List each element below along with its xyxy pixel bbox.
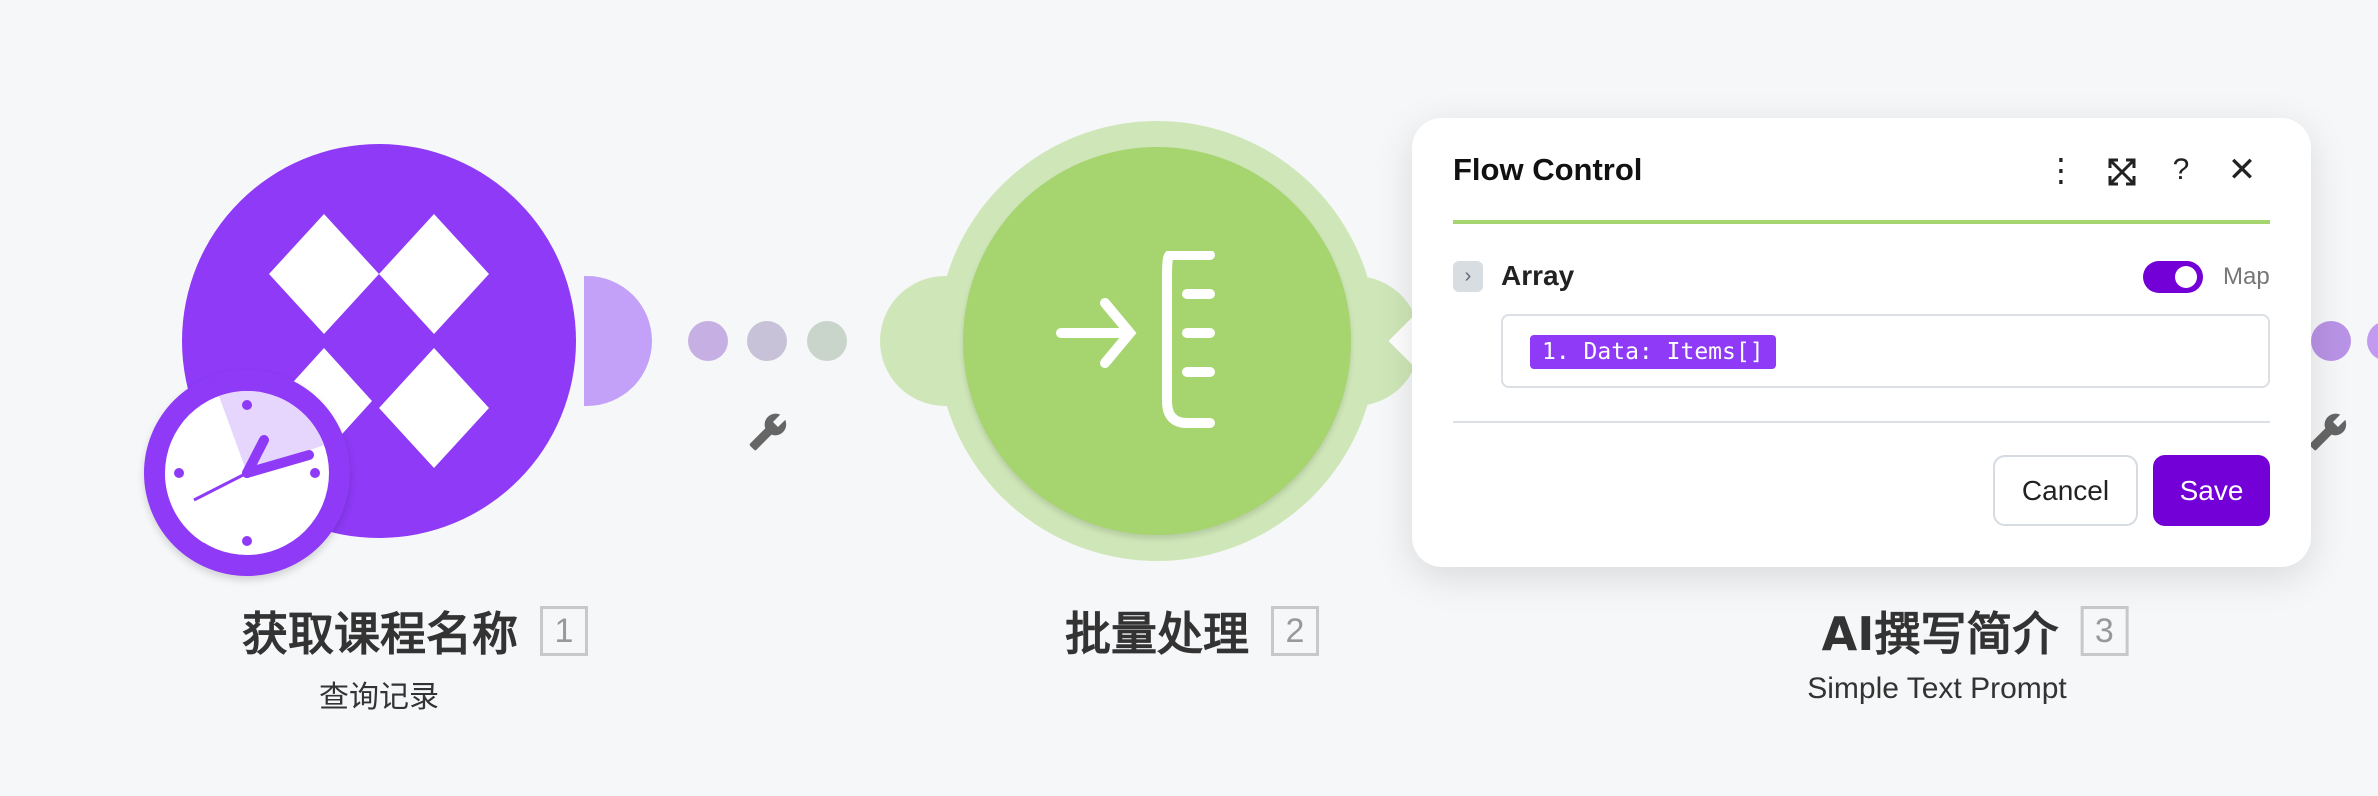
node-3-title: AI撰写简介 <box>1821 607 2059 661</box>
expand-icon[interactable] <box>2107 157 2137 187</box>
map-toggle-label: Map <box>2223 263 2270 290</box>
map-toggle[interactable] <box>2143 261 2203 293</box>
node-1-subtitle: 查询记录 <box>319 680 439 715</box>
app-logo-icon <box>269 214 489 468</box>
node-3-label: AI撰写简介 3 <box>1822 598 2129 664</box>
wrench-icon[interactable] <box>2308 412 2348 452</box>
link-dot[interactable] <box>2311 321 2351 361</box>
link-dot[interactable] <box>807 321 847 361</box>
link-dot[interactable] <box>688 321 728 361</box>
help-icon[interactable]: ? <box>2172 153 2190 186</box>
cancel-button[interactable]: Cancel <box>1993 455 2138 526</box>
node-1-connector[interactable] <box>584 276 652 406</box>
toggle-knob <box>2175 266 2197 288</box>
wrench-icon[interactable] <box>748 412 788 452</box>
node-3-subtitle: Simple Text Prompt <box>1807 672 2067 705</box>
dialog-title: Flow Control <box>1453 152 1643 187</box>
iterator-icon <box>1056 251 1215 428</box>
expand-field-chevron[interactable]: › <box>1453 261 1483 292</box>
node-2-title: 批量处理 <box>1065 607 1249 661</box>
node-1-number: 1 <box>540 606 588 656</box>
array-field-label: Array <box>1501 260 1575 291</box>
close-icon[interactable]: ✕ <box>2227 151 2257 189</box>
link-dot[interactable] <box>747 321 787 361</box>
node-1-title: 获取课程名称 <box>242 607 518 661</box>
save-button[interactable]: Save <box>2153 455 2270 526</box>
node-2-label: 批量处理 2 <box>1065 598 1319 664</box>
node-3-number: 3 <box>2080 606 2129 656</box>
array-input[interactable] <box>1501 314 2270 388</box>
mapped-item-chip[interactable]: 1. Data: Items[] <box>1530 335 1776 369</box>
divider <box>1453 421 2270 423</box>
link-dot[interactable] <box>2367 321 2378 361</box>
node-2-number: 2 <box>1271 606 1319 656</box>
header-accent-line <box>1453 220 2270 224</box>
schedule-clock-icon[interactable] <box>144 370 350 576</box>
node-2-circle[interactable] <box>963 147 1351 535</box>
node-1-label: 获取课程名称 1 <box>242 598 588 664</box>
more-options-icon[interactable]: ⋮ <box>2045 152 2077 188</box>
